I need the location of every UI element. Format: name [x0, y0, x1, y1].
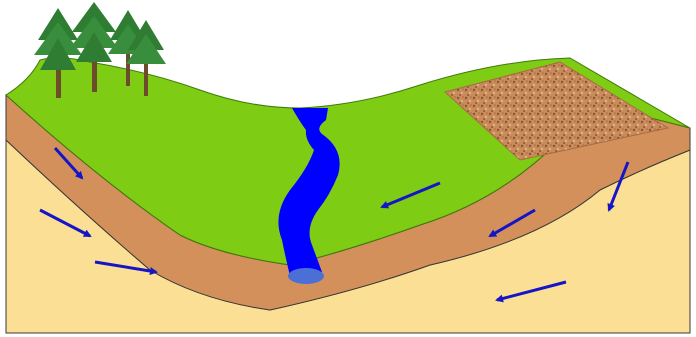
river-pool [288, 268, 324, 284]
